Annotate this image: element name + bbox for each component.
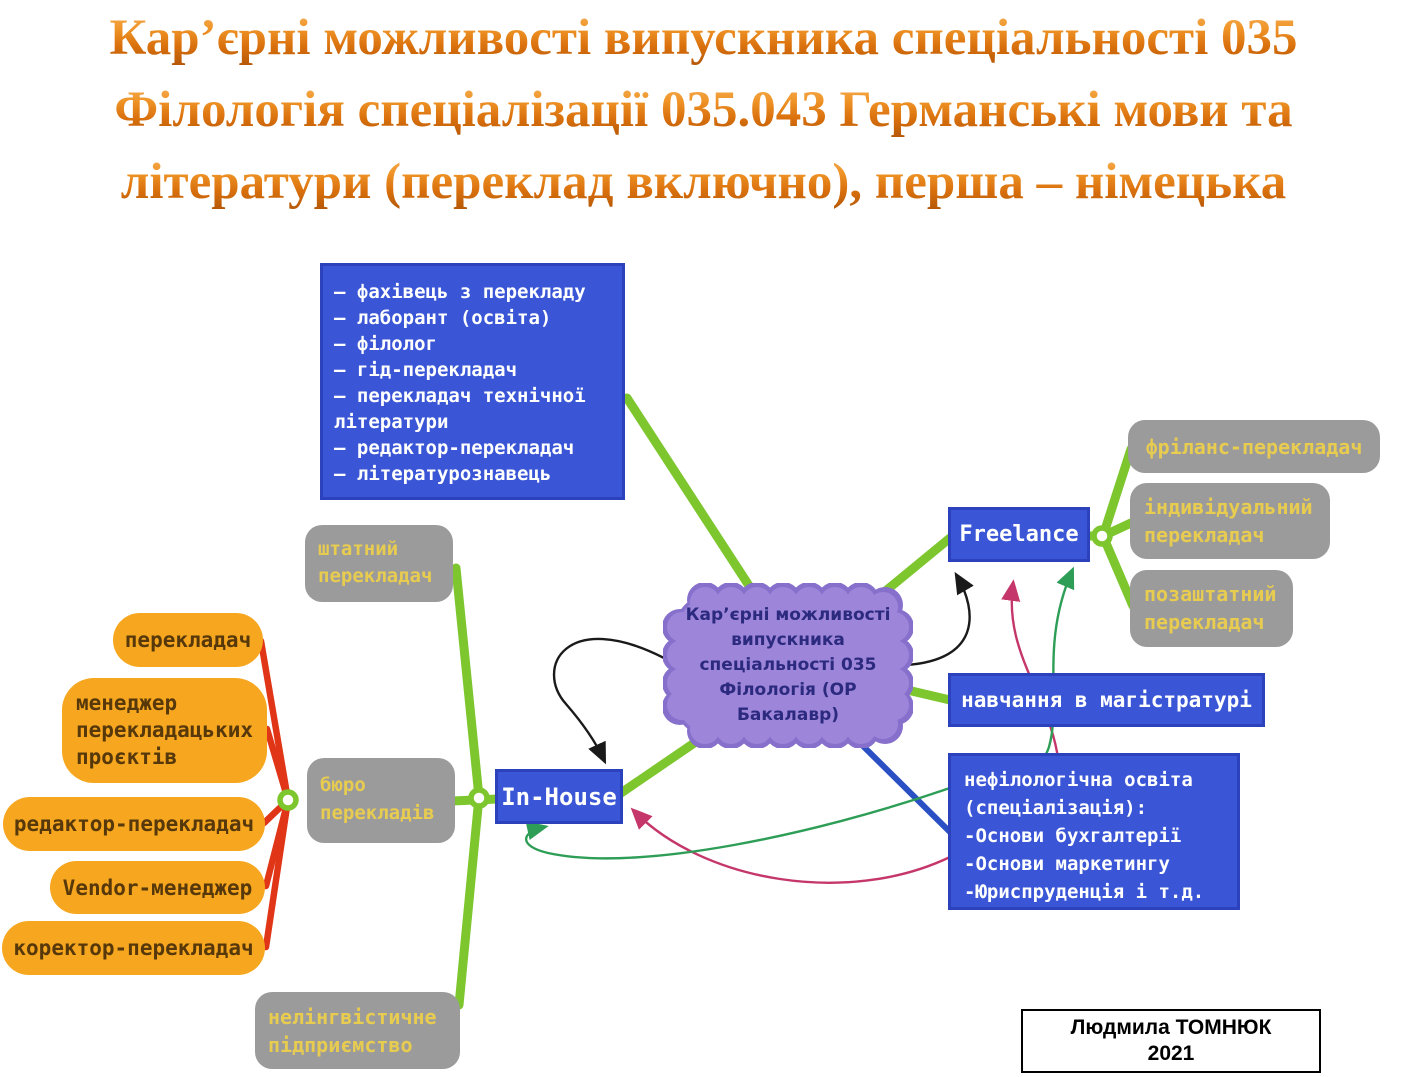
red-branch-lines — [257, 637, 292, 951]
title-line-3: літератури (переклад включно), перша – н… — [121, 146, 1286, 218]
title-line-2: Філологія спеціалізації 035.043 Германсь… — [114, 74, 1292, 146]
role-translator-box: перекладач — [113, 613, 263, 667]
nonlinguistic-label: нелінгвістичне — [268, 1005, 437, 1029]
freelance-translator-label: фріланс-перекладач — [1145, 434, 1363, 459]
profession-item: – філолог — [334, 333, 437, 355]
cloud-title-line: Філологія (ОР — [719, 680, 857, 700]
nonphilological-education-box: нефілологічна освіта (спеціалізація): -О… — [948, 753, 1240, 910]
role-editor-label: редактор-перекладач — [13, 812, 255, 836]
nonphilological-line: (спеціалізація): — [964, 797, 1148, 819]
in-house-label: In-House — [501, 782, 617, 811]
profession-item: – перекладач технічної — [334, 385, 586, 407]
cloud-title: Кар’єрні можливості випускника спеціальн… — [663, 583, 913, 748]
masters-degree-box: навчання в магістратурі — [948, 673, 1265, 727]
nonphilological-line: нефілологічна освіта — [964, 769, 1193, 791]
role-manager-label: перекладацьких — [76, 718, 254, 742]
individual-translator-label: індивідуальний — [1144, 495, 1313, 519]
freelance-translator-box: фріланс-перекладач — [1128, 420, 1380, 473]
page-title: Кар’єрні можливості випускника спеціальн… — [0, 2, 1407, 218]
individual-translator-box: індивідуальний перекладач — [1130, 483, 1330, 559]
role-vendor-box: Vendor-менеджер — [50, 861, 265, 914]
role-manager-label: менеджер — [76, 691, 178, 715]
role-proofreader-box: коректор-перекладач — [2, 921, 265, 975]
profession-item: – редактор-перекладач — [334, 437, 575, 459]
cloud-title-line: Бакалавр) — [736, 705, 840, 725]
profession-item: літератури — [334, 411, 449, 433]
professions-list-box: – фахівець з перекладу – лаборант (освіт… — [320, 263, 625, 500]
role-proofreader-label: коректор-перекладач — [13, 936, 254, 960]
in-house-box: In-House — [495, 769, 623, 824]
cloud-title-line: Кар’єрні можливості — [685, 605, 891, 625]
nonlinguistic-enterprise-box: нелінгвістичне підприємство — [255, 992, 460, 1069]
author-year: 2021 — [1147, 1042, 1195, 1065]
bureau-label: бюро — [320, 774, 366, 796]
staff-translator-box: штатний перекладач — [305, 525, 453, 602]
role-editor-box: редактор-перекладач — [3, 797, 265, 851]
central-cloud: Кар’єрні можливості випускника спеціальн… — [662, 582, 914, 749]
external-translator-box: позаштатний перекладач — [1130, 570, 1293, 647]
nonphilological-line: -Основи маркетингу — [964, 853, 1170, 875]
author-credit-box: Людмила ТОМНЮК 2021 — [1021, 1009, 1321, 1073]
profession-item: – гід-перекладач — [334, 359, 518, 381]
cloud-title-line: спеціальності 035 — [699, 655, 877, 675]
profession-item: – літературознавець — [334, 463, 552, 485]
staff-translator-label: штатний — [318, 538, 399, 560]
profession-item: – лаборант (освіта) — [334, 307, 552, 329]
blue-branch-line — [858, 741, 954, 836]
nonphilological-line: -Основи бухгалтерії — [964, 825, 1182, 847]
freelance-label: Freelance — [959, 522, 1079, 547]
author-name: Людмила ТОМНЮК — [1070, 1016, 1272, 1039]
role-translator-label: перекладач — [124, 628, 252, 652]
individual-translator-label: перекладач — [1144, 523, 1265, 547]
nonphilological-line: -Юриспруденція і т.д. — [964, 881, 1205, 903]
external-translator-label: позаштатний — [1144, 582, 1277, 606]
masters-degree-label: навчання в магістратурі — [961, 688, 1252, 712]
external-translator-label: перекладач — [1144, 610, 1265, 634]
bureau-label: перекладів — [320, 802, 435, 824]
staff-translator-label: перекладач — [318, 565, 433, 587]
cloud-title-line: випускника — [731, 630, 845, 650]
hub-nodes — [277, 525, 1113, 811]
title-line-1: Кар’єрні можливості випускника спеціальн… — [109, 2, 1297, 74]
role-manager-box: менеджер перекладацьких проєктів — [62, 678, 267, 783]
profession-item: – фахівець з перекладу — [334, 281, 586, 303]
freelance-box: Freelance — [948, 507, 1090, 562]
translation-bureau-box: бюро перекладів — [307, 758, 455, 843]
role-manager-label: проєктів — [76, 745, 178, 769]
role-vendor-label: Vendor-менеджер — [62, 875, 253, 900]
nonlinguistic-label: підприємство — [268, 1033, 413, 1057]
